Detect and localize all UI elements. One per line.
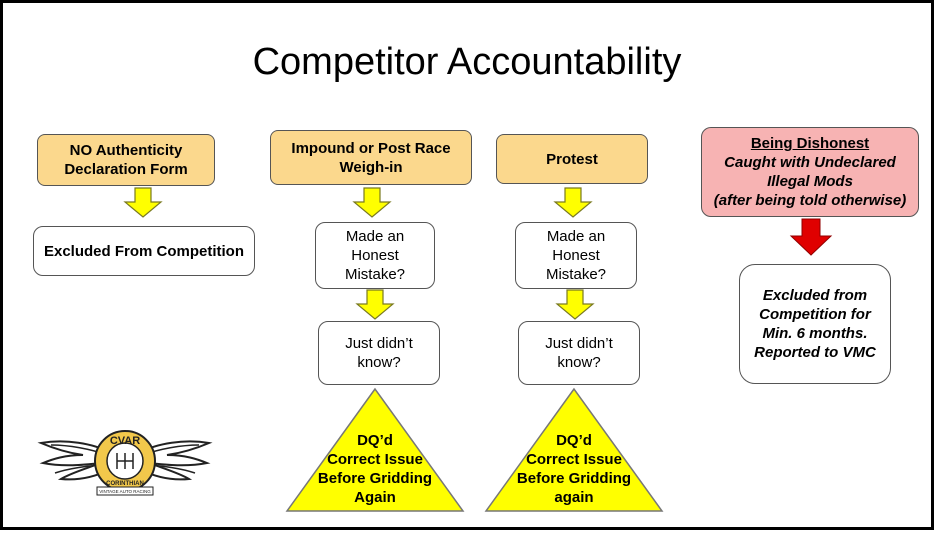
didnt-know-box: Just didn’t know? (518, 321, 640, 385)
down-arrow-icon (553, 187, 593, 218)
question-line: Honest (552, 247, 600, 264)
protest-box: Protest (496, 134, 648, 184)
question-line: Mistake? (344, 266, 406, 283)
honest-mistake-box: Made an Honest Mistake? (315, 222, 435, 289)
logo-band-text: CORINTHIAN (106, 481, 144, 487)
outcome-text: DQ’d Correct Issue Before Gridding again (506, 431, 642, 507)
question-line: know? (557, 354, 601, 371)
outcome-line: Before Gridding (317, 470, 433, 487)
question-line: Made an (546, 228, 606, 245)
header-line: Declaration Form (64, 161, 188, 178)
result-line: Reported to VMC (754, 344, 876, 361)
result-line: Min. 6 months. (762, 325, 868, 342)
down-arrow-icon (123, 187, 163, 218)
logo-bottom-text: VINTAGE AUTO RACING (99, 489, 151, 494)
down-arrow-icon (352, 187, 392, 218)
down-arrow-icon (355, 289, 395, 320)
header-line: Impound or Post Race (291, 139, 451, 157)
result-text: Excluded From Competition (43, 242, 244, 260)
outcome-line: Again (354, 489, 396, 506)
header-line: Protest (546, 150, 598, 168)
excluded-six-months-box: Excluded from Competition for Min. 6 mon… (739, 264, 891, 384)
result-line: Excluded from (762, 287, 868, 304)
red-down-arrow-icon (789, 218, 833, 256)
excluded-from-competition-box: Excluded From Competition (33, 226, 255, 276)
outcome-triangle (285, 387, 465, 512)
dishonest-line: Caught with Undeclared (724, 154, 896, 171)
header-line: Weigh-in (339, 158, 403, 176)
down-arrow-icon (555, 289, 595, 320)
slide-title: Competitor Accountability (252, 41, 682, 83)
impound-weigh-in-box: Impound or Post Race Weigh-in (270, 130, 472, 185)
question-line: Just didn’t (345, 335, 413, 352)
dishonest-line: Illegal Mods (767, 173, 853, 190)
outcome-line: Before Gridding (516, 470, 632, 487)
header-line: NO Authenticity (69, 142, 183, 159)
question-line: know? (357, 354, 401, 371)
cvar-logo-icon (37, 430, 213, 496)
outcome-line: Correct Issue (327, 451, 423, 468)
question-line: Honest (351, 247, 399, 264)
dishonest-line: (after being told otherwise) (713, 192, 907, 209)
question-line: Just didn’t (545, 335, 613, 352)
no-authenticity-declaration-box: NO Authenticity Declaration Form (37, 134, 215, 186)
dishonest-title: Being Dishonest (750, 135, 870, 152)
diagram-graphics: CVAR CORINTHIAN VINTAGE AUTO RACING (37, 187, 833, 512)
outcome-line: DQ’d (357, 432, 393, 449)
honest-mistake-box: Made an Honest Mistake? (515, 222, 637, 289)
being-dishonest-box: Being Dishonest Caught with Undeclared I… (701, 127, 919, 217)
logo-top-text: CVAR (110, 435, 140, 447)
result-line: Competition for (759, 306, 871, 323)
question-line: Made an (345, 228, 405, 245)
outcome-line: DQ’d (556, 432, 592, 449)
outcome-line: again (554, 489, 594, 506)
outcome-line: Correct Issue (526, 451, 622, 468)
question-line: Mistake? (545, 266, 607, 283)
didnt-know-box: Just didn’t know? (318, 321, 440, 385)
outcome-triangle (484, 387, 664, 512)
outcome-text: DQ’d Correct Issue Before Gridding Again (307, 431, 443, 507)
